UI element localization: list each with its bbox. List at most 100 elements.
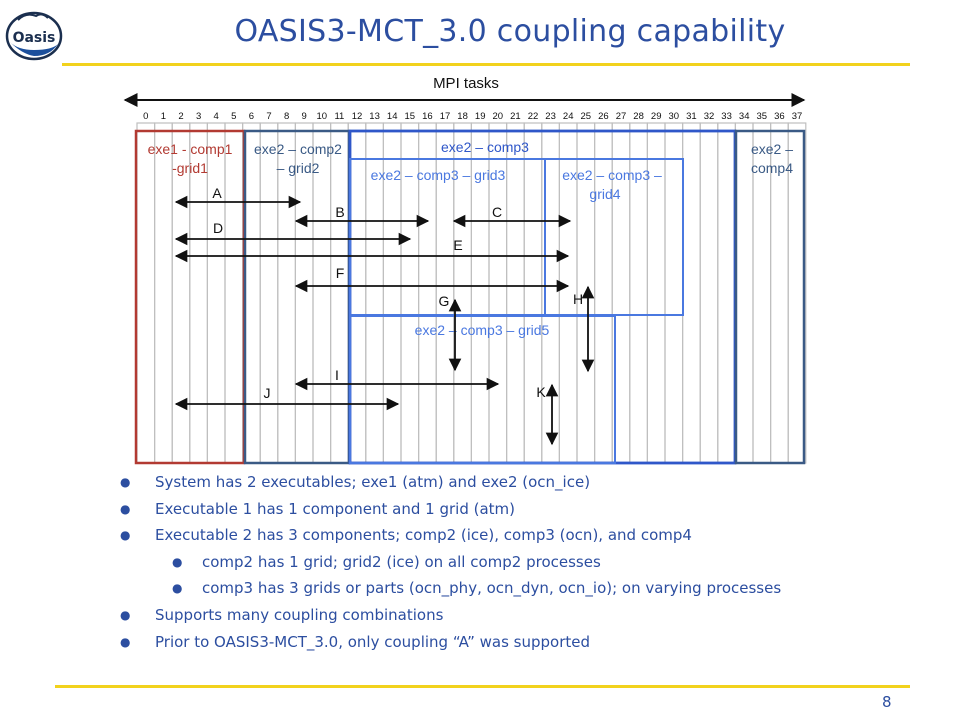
mpi-task-number: 31 [686, 111, 697, 122]
mpi-task-column [206, 122, 226, 464]
mpi-task-column [136, 122, 156, 464]
mpi-task-column [154, 122, 173, 464]
bullet-item: ● Executable 2 has 3 components; comp2 (i… [120, 525, 920, 552]
bullet-dot-icon: ● [120, 634, 131, 649]
mpi-task-column [506, 122, 525, 464]
mpi-task-number: 10 [317, 111, 328, 122]
mpi-task-number: 22 [528, 111, 539, 122]
mpi-task-number: 37 [792, 111, 803, 122]
mpi-task-number: 16 [422, 111, 433, 122]
bottom-divider [55, 685, 910, 688]
label-grid4-line2: grid4 [589, 186, 620, 202]
mpi-task-column [523, 122, 543, 464]
bullet-dot-icon: ● [120, 528, 131, 543]
label-comp3: exe2 – comp3 [441, 139, 529, 155]
bullet-text: comp2 has 1 grid; grid2 (ice) on all com… [202, 552, 601, 571]
mpi-task-number: 2 [178, 111, 183, 122]
mpi-task-number: 11 [334, 111, 344, 122]
mpi-task-column [664, 122, 684, 464]
box-exe2-comp4 [734, 129, 806, 465]
top-divider [62, 63, 910, 66]
mpi-task-column [259, 122, 279, 464]
mpi-task-column [681, 122, 701, 464]
bullet-item: ● Supports many coupling combinations [120, 605, 920, 632]
coupling-label-i: I [335, 367, 339, 383]
mpi-task-number: 32 [704, 111, 715, 122]
coupling-label-e: E [453, 237, 462, 253]
bullet-text: Prior to OASIS3-MCT_3.0, only coupling “… [155, 632, 590, 651]
sub-bullet-item: ● comp2 has 1 grid; grid2 (ice) on all co… [120, 552, 920, 579]
logo-text: Oasis [13, 30, 56, 46]
mpi-task-number: 4 [214, 111, 219, 122]
bullet-text: Executable 1 has 1 component and 1 grid … [155, 499, 515, 518]
mpi-task-number: 29 [651, 111, 662, 122]
bullet-text: System has 2 executables; exe1 (atm) and… [155, 473, 591, 491]
bullet-dot-icon: ● [120, 607, 131, 622]
coupling-label-c: C [492, 204, 502, 220]
coupling-label-j: J [264, 385, 271, 401]
bullet-list: ● System has 2 executables; exe1 (atm) an… [120, 472, 920, 658]
coupling-label-d: D [213, 220, 223, 236]
label-comp4-line2: comp4 [751, 160, 793, 176]
mpi-task-number: 8 [284, 111, 289, 122]
mpi-task-number: 26 [598, 111, 609, 122]
mpi-task-number: 12 [352, 111, 363, 122]
label-comp4-line1: exe2 – [751, 141, 793, 157]
bullet-item: ● Prior to OASIS3-MCT_3.0, only coupling … [120, 632, 920, 659]
mpi-tasks-header: MPI tasks [433, 75, 499, 92]
mpi-task-number: 25 [581, 111, 592, 122]
mpi-task-number: 15 [405, 111, 416, 122]
mpi-task-number: 35 [757, 111, 768, 122]
mpi-task-number: 24 [563, 111, 574, 122]
mpi-task-number: 13 [369, 111, 380, 122]
box-exe2-comp3-grid5 [349, 315, 616, 464]
mpi-task-number: 36 [774, 111, 785, 122]
mpi-task-number: 23 [545, 111, 556, 122]
mpi-task-number: 9 [302, 111, 307, 122]
label-exe1-line1: exe1 - comp1 [148, 141, 233, 157]
label-grid5: exe2 – comp3 – grid5 [415, 322, 550, 338]
oasis-logo: Oasis [5, 11, 63, 61]
bullet-dot-icon: ● [120, 475, 131, 489]
mpi-task-number: 18 [457, 111, 468, 122]
mpi-task-number: 27 [616, 111, 627, 122]
mpi-task-number: 34 [739, 111, 750, 122]
bullet-text: comp3 has 3 grids or parts (ocn_phy, ocn… [202, 579, 782, 598]
mpi-task-number: 3 [196, 111, 201, 122]
sub-bullet-item: ● comp3 has 3 grids or parts (ocn_phy, oc… [120, 578, 920, 605]
bullet-dot-icon: ● [120, 501, 131, 516]
mpi-task-number: 5 [231, 111, 236, 122]
bullet-text: Supports many coupling combinations [155, 605, 444, 624]
bullet-text: Executable 2 has 3 components; comp2 (ic… [155, 526, 692, 545]
mpi-task-number: 1 [161, 111, 166, 122]
mpi-task-number: 19 [475, 111, 486, 122]
mpi-task-column [224, 122, 244, 464]
coupling-label-f: F [336, 265, 345, 281]
mpi-task-number: 33 [721, 111, 732, 122]
coupling-label-b: B [335, 204, 344, 220]
coupling-label-h: H [573, 291, 583, 307]
mpi-task-number: 17 [440, 111, 451, 122]
label-exe1-line2: -grid1 [172, 160, 208, 176]
mpi-task-number: 14 [387, 111, 398, 122]
mpi-task-number: 6 [249, 111, 254, 122]
mpi-task-column [699, 122, 719, 464]
mpi-task-number: 20 [493, 111, 504, 122]
coupling-label-k: K [536, 384, 546, 400]
label-comp2-line1: exe2 – comp2 [254, 141, 342, 157]
mpi-task-column [717, 122, 736, 464]
bullet-dot-icon: ● [172, 554, 183, 569]
page-number: 8 [882, 693, 892, 711]
label-grid4-line1: exe2 – comp3 – [562, 167, 662, 183]
bullet-item: ● System has 2 executables; exe1 (atm) an… [120, 472, 920, 499]
bullet-dot-icon: ● [172, 581, 183, 596]
coupling-label-g: G [439, 293, 450, 309]
mpi-task-number: 0 [143, 111, 148, 122]
mpi-task-number: 30 [669, 111, 680, 122]
bullet-item: ● Executable 1 has 1 component and 1 grid… [120, 499, 920, 526]
label-grid3: exe2 – comp3 – grid3 [371, 167, 506, 183]
coupling-label-a: A [212, 185, 222, 201]
mpi-task-number: 28 [633, 111, 644, 122]
